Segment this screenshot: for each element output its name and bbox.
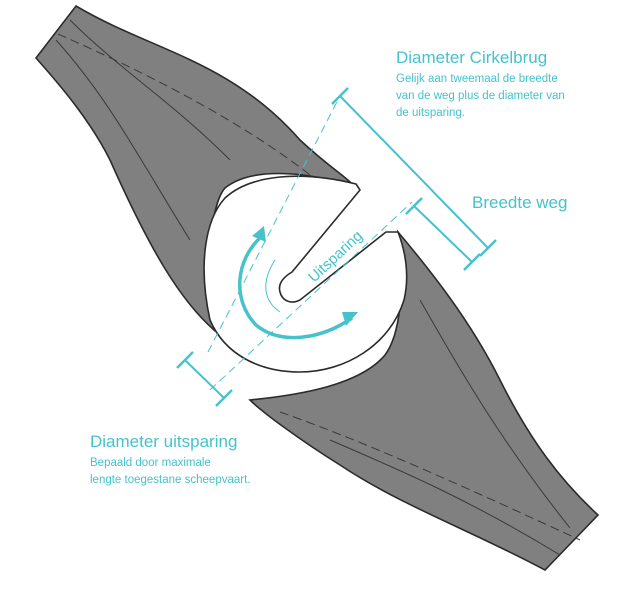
breedte-weg-dimension	[413, 205, 473, 263]
upper-lane-line	[69, 19, 231, 161]
desc-line: de uitsparing.	[396, 107, 466, 119]
breedte-weg-title: Breedte weg	[472, 193, 568, 212]
lower-lane-line	[419, 299, 571, 529]
construction-line	[207, 95, 341, 353]
upper-road-arm	[34, 4, 357, 333]
arrow-head	[342, 312, 358, 326]
desc-line: Bepaald door maximale	[90, 457, 211, 469]
lower-lane-line	[329, 439, 561, 556]
dimension-tick	[405, 197, 423, 215]
desc-line: Gelijk aan tweemaal de breedte	[396, 73, 558, 85]
upper-lane-line	[55, 39, 191, 241]
arrow-head	[252, 226, 266, 242]
dimension-tick	[176, 351, 194, 369]
desc-line: lengte toegestane scheepvaart.	[90, 474, 251, 486]
diameter-uitsparing-desc: Bepaald door maximale lengte toegestane …	[90, 455, 250, 489]
rotation-arrow-inner	[265, 259, 281, 313]
construction-line	[209, 201, 413, 391]
diameter-cirkelbrug-title: Diameter Cirkelbrug	[396, 48, 548, 67]
diameter-cirkelbrug-desc: Gelijk aan tweemaal de breedte van de we…	[396, 71, 565, 122]
dimension-tick	[215, 389, 233, 407]
dimension-tick	[331, 87, 349, 105]
dimension-tick	[463, 253, 481, 271]
desc-line: van de weg plus de diameter van	[396, 90, 565, 102]
dimension-tick	[479, 239, 497, 257]
rotation-arrow-outer	[237, 234, 353, 340]
upper-lane-line	[57, 33, 311, 176]
diameter-uitsparing-dimension	[184, 359, 225, 399]
lower-lane-line	[279, 411, 581, 541]
diameter-cirkelbrug-dimension	[339, 95, 489, 249]
diameter-uitsparing-title: Diameter uitsparing	[90, 432, 238, 451]
lower-road-arm	[248, 229, 600, 571]
